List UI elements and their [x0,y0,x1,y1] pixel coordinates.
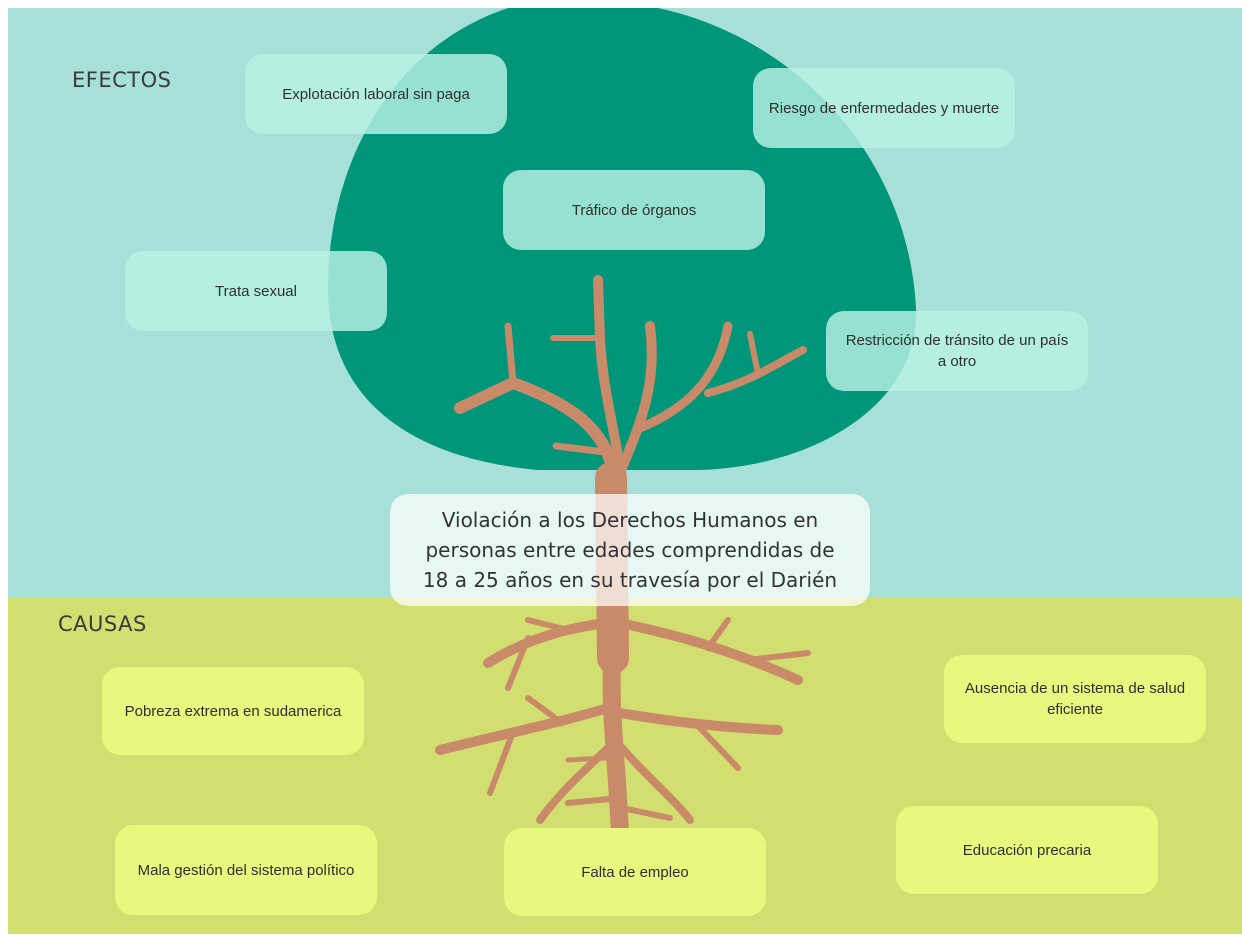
effect-transit-restriction: Restricción de tránsito de un país a otr… [826,311,1088,391]
cause-poor-education: Educación precaria [896,806,1158,894]
effect-organ-trafficking: Tráfico de órganos [503,170,765,250]
effect-sex-trafficking: Trata sexual [125,251,387,331]
cause-health-system: Ausencia de un sistema de salud eficient… [944,655,1206,743]
central-problem: Violación a los Derechos Humanos en pers… [390,494,870,606]
causes-section-label: CAUSAS [58,612,147,636]
effect-disease-death-risk: Riesgo de enfermedades y muerte [753,68,1015,148]
effect-labor-exploitation: Explotación laboral sin paga [245,54,507,134]
tree-branches [435,275,811,847]
cause-political-management: Mala gestión del sistema político [115,825,377,915]
effects-section-label: EFECTOS [72,68,172,92]
problem-tree-diagram: EFECTOS CAUSAS Explotación laboral sin p… [8,8,1242,934]
cause-extreme-poverty: Pobreza extrema en sudamerica [102,667,364,755]
cause-unemployment: Falta de empleo [504,828,766,916]
tree-illustration [328,8,917,847]
